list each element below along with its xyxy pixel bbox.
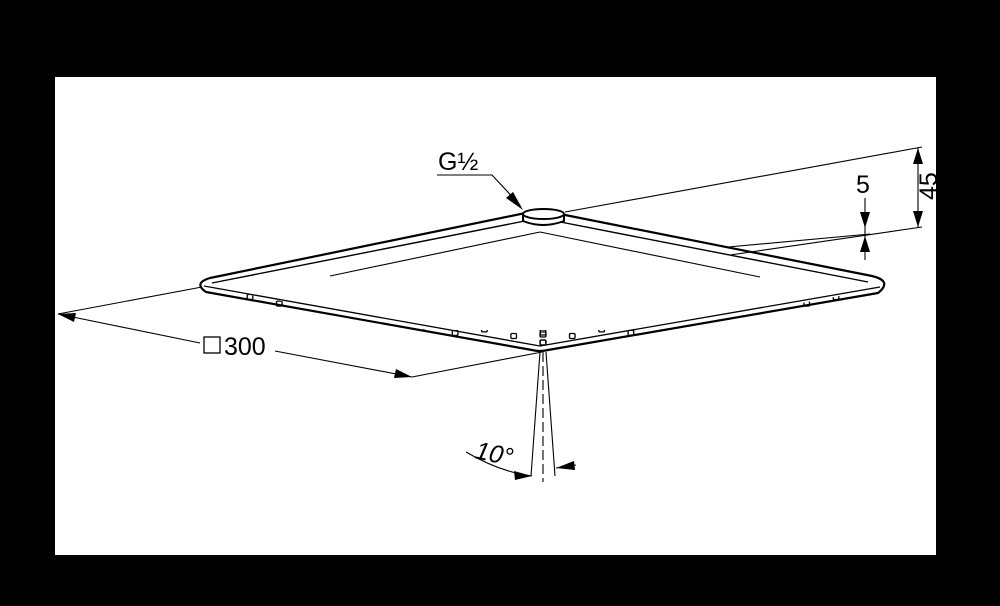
rim-arrow-top	[860, 212, 870, 228]
total-height-label: 45	[915, 172, 943, 200]
height-extension-top	[564, 146, 923, 213]
rim-arrow-bottom	[860, 236, 870, 252]
nozzle	[510, 332, 518, 340]
width-arrow-right	[394, 369, 412, 378]
connection-label: G½	[438, 148, 478, 176]
shower-head-outline	[199, 208, 886, 353]
square-symbol	[203, 336, 221, 354]
angle-arrow-right	[556, 461, 575, 470]
height-arrow-bottom	[913, 211, 923, 227]
angle-arrow-left	[514, 471, 532, 480]
connection-nut	[522, 208, 565, 226]
inner-plate-edge	[329, 231, 761, 278]
shower-head-lower-edge	[203, 285, 881, 347]
width-extension-left	[57, 286, 203, 315]
connection-arrow	[506, 192, 523, 210]
shower-head-top-edge	[211, 217, 869, 284]
size-label: 300	[224, 333, 266, 361]
height-extension-bottom	[729, 226, 923, 256]
center-nozzle	[539, 339, 547, 346]
nozzle	[568, 332, 576, 340]
width-extension-right	[411, 351, 543, 378]
width-dimension-300	[57, 313, 413, 378]
spray-cone-right	[545, 351, 556, 477]
rim-height-label: 5	[856, 171, 870, 199]
drawing-panel	[55, 77, 936, 555]
spray-cone-left	[530, 351, 541, 477]
width-arrow-left	[58, 313, 76, 322]
nozzle	[275, 300, 283, 307]
rim-extension	[727, 233, 871, 248]
shower-head	[199, 208, 886, 353]
arrowheads	[58, 148, 923, 480]
center-nozzle	[539, 331, 547, 338]
height-arrow-top	[913, 148, 923, 164]
